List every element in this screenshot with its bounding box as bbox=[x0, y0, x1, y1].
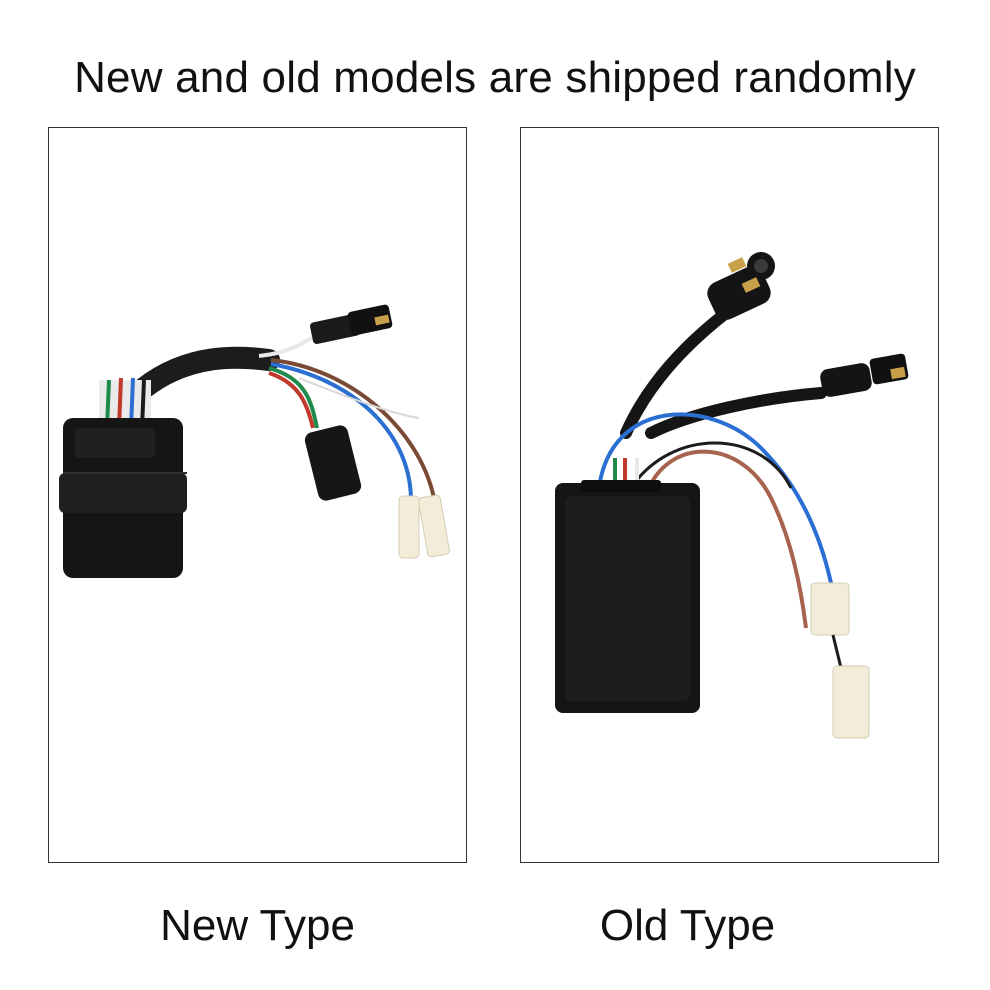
old-type-illustration bbox=[555, 252, 909, 739]
wire-black bbox=[629, 441, 793, 489]
caption-new-type: New Type bbox=[160, 901, 355, 950]
cable-right bbox=[645, 387, 827, 439]
caption-old-type: Old Type bbox=[599, 901, 776, 950]
new-type-illustration bbox=[59, 304, 450, 578]
wire-white-right bbox=[298, 377, 420, 419]
product-photo-old-type bbox=[520, 127, 939, 863]
wire-blue bbox=[597, 412, 833, 584]
headline: New and old models are shipped randomly bbox=[74, 53, 916, 102]
product-photo-new-type bbox=[48, 127, 467, 863]
wire-blue bbox=[270, 362, 413, 499]
wire-red bbox=[268, 371, 315, 429]
cable-top bbox=[620, 307, 732, 439]
cable-sleeve bbox=[133, 346, 280, 399]
top-connector bbox=[309, 313, 361, 345]
white-connector-2 bbox=[832, 665, 870, 739]
white-connector-2 bbox=[418, 494, 450, 558]
wire-brown bbox=[270, 358, 436, 499]
white-connector-1 bbox=[398, 495, 420, 559]
right-connector bbox=[820, 363, 872, 397]
top-connector-tip bbox=[347, 304, 393, 336]
middle-connector bbox=[304, 425, 362, 501]
wire-brown bbox=[647, 449, 808, 629]
wire-green bbox=[268, 366, 319, 429]
white-connector-1 bbox=[810, 582, 850, 636]
